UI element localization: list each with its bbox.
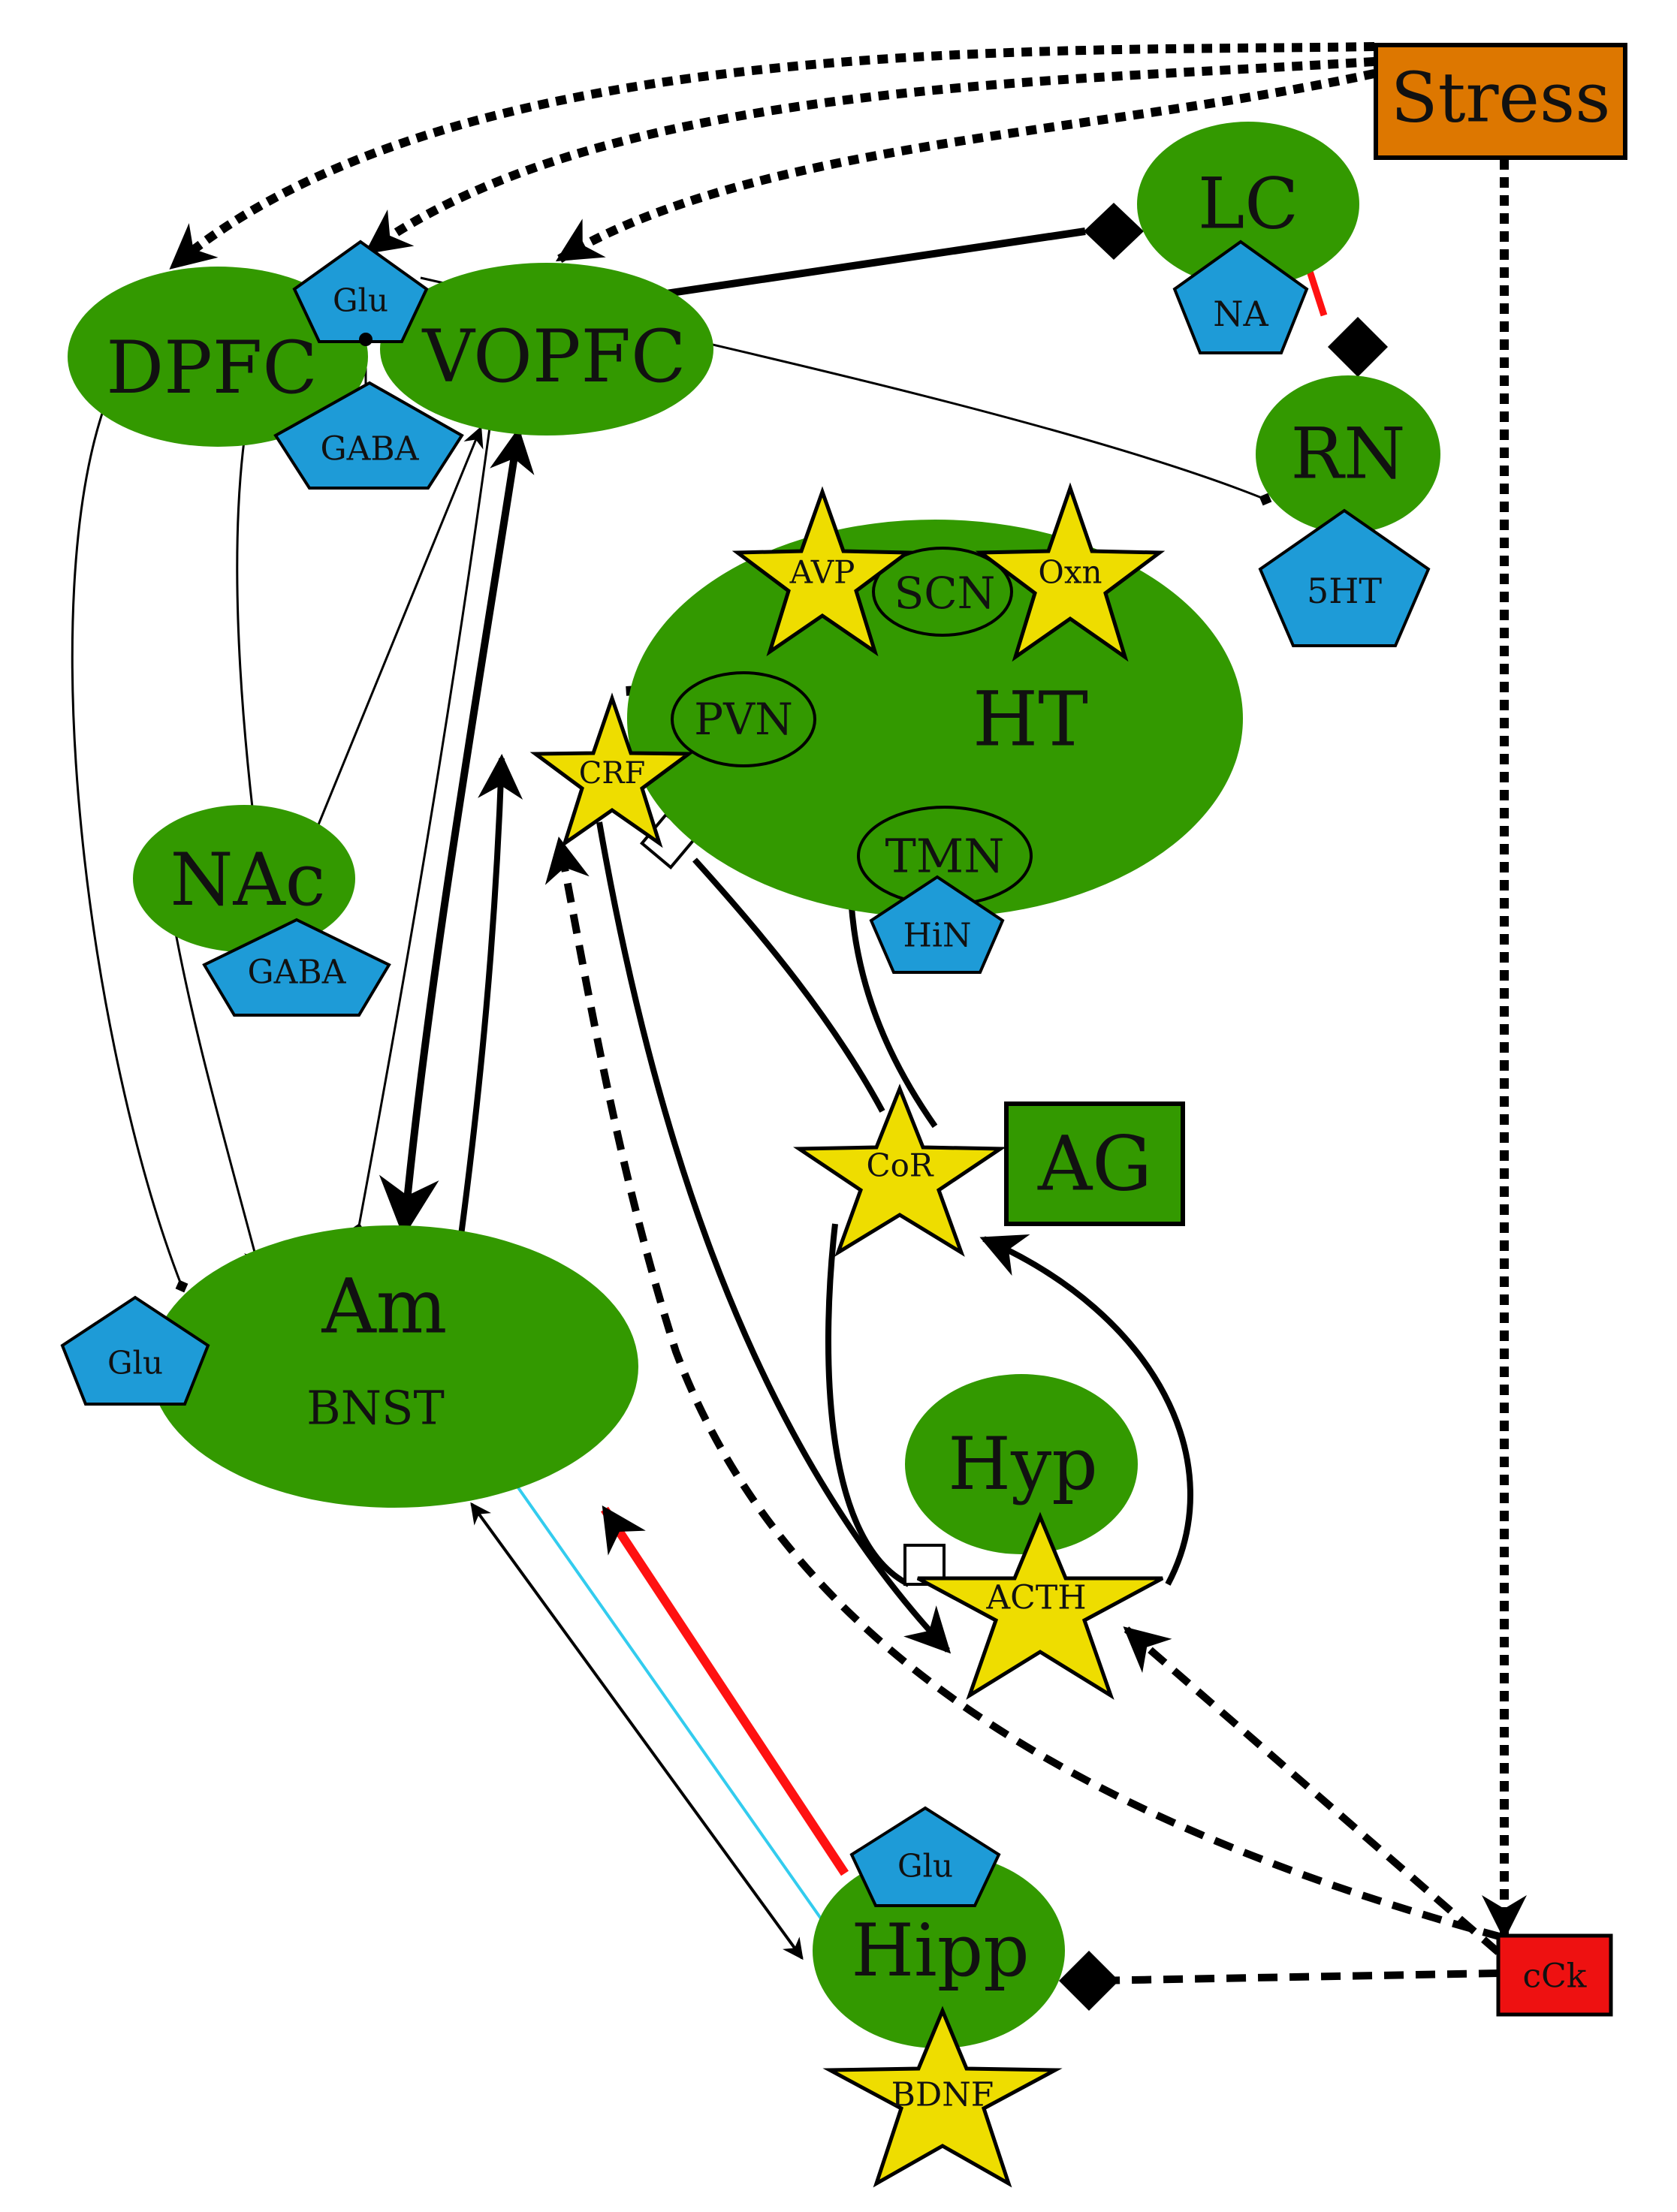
hin-label: HiN bbox=[903, 917, 972, 955]
avp-star: AVP bbox=[731, 486, 913, 657]
glu-pfc-pentagon: Glu bbox=[292, 240, 429, 343]
hyp-node: Hyp bbox=[905, 1374, 1138, 1554]
edge-stress-dpfc bbox=[169, 42, 1375, 270]
glu-hipp-pentagon: Glu bbox=[849, 1806, 1001, 1907]
diamond-hipp-end bbox=[1059, 1951, 1119, 2011]
crf-star: CRF bbox=[529, 692, 695, 848]
glu-hipp-label: Glu bbox=[897, 1848, 953, 1885]
gaba-pfc-pentagon: GABA bbox=[273, 381, 464, 490]
pvn-subnode: PVN bbox=[671, 671, 816, 767]
am-node: Am BNST bbox=[150, 1225, 638, 1508]
edge-am-hipp bbox=[470, 1502, 804, 1960]
edge-cck-acth bbox=[1123, 1626, 1501, 1955]
bdnf-label: BDNF bbox=[891, 2076, 994, 2114]
lc-node: LC bbox=[1137, 122, 1359, 287]
tmn-label: TMN bbox=[885, 829, 1004, 884]
oxn-star: Oxn bbox=[975, 482, 1166, 662]
am-label: Am bbox=[321, 1263, 447, 1351]
dpfc-node: DPFC bbox=[68, 267, 368, 447]
edge-acth-cor-loop bbox=[979, 1234, 1193, 1586]
gaba-pfc-label: GABA bbox=[320, 430, 419, 469]
diamond-rn-end bbox=[1328, 317, 1388, 377]
vopfc-node: VOPFC bbox=[380, 263, 713, 435]
nac-node: NAc bbox=[133, 805, 355, 952]
rn-node: RN bbox=[1256, 375, 1440, 533]
diamond-lc-end bbox=[1084, 203, 1144, 260]
ht-label: HT bbox=[973, 676, 1088, 764]
edge-am-hipp-cyan bbox=[511, 1478, 828, 1927]
avp-label: AVP bbox=[789, 554, 855, 591]
hipp-label: Hipp bbox=[851, 1909, 1029, 1993]
gaba-nac-label: GABA bbox=[247, 954, 346, 992]
oxn-label: Oxn bbox=[1038, 554, 1102, 591]
edge-vopfc-lc bbox=[660, 228, 1086, 298]
edge-crf-cor bbox=[692, 857, 885, 1113]
cor-star: CoR bbox=[793, 1083, 1006, 1257]
5ht-pentagon: 5HT bbox=[1258, 508, 1431, 647]
scn-subnode: SCN bbox=[872, 547, 1013, 637]
edge-dpfc-am bbox=[71, 393, 189, 1293]
edge-vopfc-am-thick bbox=[379, 427, 535, 1237]
glu-am-label: Glu bbox=[107, 1345, 163, 1382]
lc-label: LC bbox=[1198, 164, 1298, 246]
acth-label: ACTH bbox=[985, 1579, 1086, 1617]
5ht-label: 5HT bbox=[1307, 571, 1382, 611]
acth-star: ACTH bbox=[916, 1511, 1164, 1700]
dpfc-label: DPFC bbox=[106, 326, 318, 410]
stress-label: Stress bbox=[1391, 58, 1611, 138]
edge-cor-acth-loop bbox=[825, 1223, 910, 1587]
ag-node: AG bbox=[1004, 1101, 1185, 1226]
edge-cck-hipp bbox=[1092, 1969, 1499, 1984]
hyp-label: Hyp bbox=[948, 1422, 1097, 1506]
rn-label: RN bbox=[1290, 414, 1405, 496]
edge-am-crf bbox=[457, 754, 523, 1247]
dot-glu-gaba bbox=[359, 333, 372, 346]
hin-pentagon: HiN bbox=[869, 875, 1005, 974]
cck-node: cCk bbox=[1496, 1933, 1613, 2017]
edge-cck-crf bbox=[544, 836, 1504, 1941]
gaba-nac-pentagon: GABA bbox=[202, 918, 391, 1017]
edge-stress-vopfc bbox=[555, 69, 1376, 264]
glu-pfc-label: Glu bbox=[333, 282, 388, 319]
vopfc-label: VOPFC bbox=[422, 315, 686, 399]
na-label: NA bbox=[1213, 294, 1268, 334]
scn-label: SCN bbox=[894, 568, 996, 619]
edge-vopfc-am-thin bbox=[351, 427, 491, 1237]
bnst-label: BNST bbox=[306, 1381, 445, 1436]
crf-label: CRF bbox=[579, 756, 645, 791]
cor-label: CoR bbox=[866, 1147, 934, 1184]
pvn-label: PVN bbox=[694, 694, 793, 745]
ag-label: AG bbox=[1037, 1120, 1152, 1208]
stress-node: Stress bbox=[1374, 43, 1627, 160]
glu-am-pentagon: Glu bbox=[60, 1295, 210, 1406]
edge-crf-acth bbox=[596, 821, 952, 1654]
edge-hipp-am-red bbox=[600, 1505, 849, 1876]
bdnf-star: BDNF bbox=[822, 2006, 1063, 2188]
tmn-subnode: TMN bbox=[857, 806, 1033, 906]
edge-stress-glu bbox=[364, 57, 1375, 255]
na-pentagon: NA bbox=[1172, 240, 1309, 354]
cck-label: cCk bbox=[1523, 1957, 1587, 1996]
nac-label: NAc bbox=[170, 838, 325, 922]
